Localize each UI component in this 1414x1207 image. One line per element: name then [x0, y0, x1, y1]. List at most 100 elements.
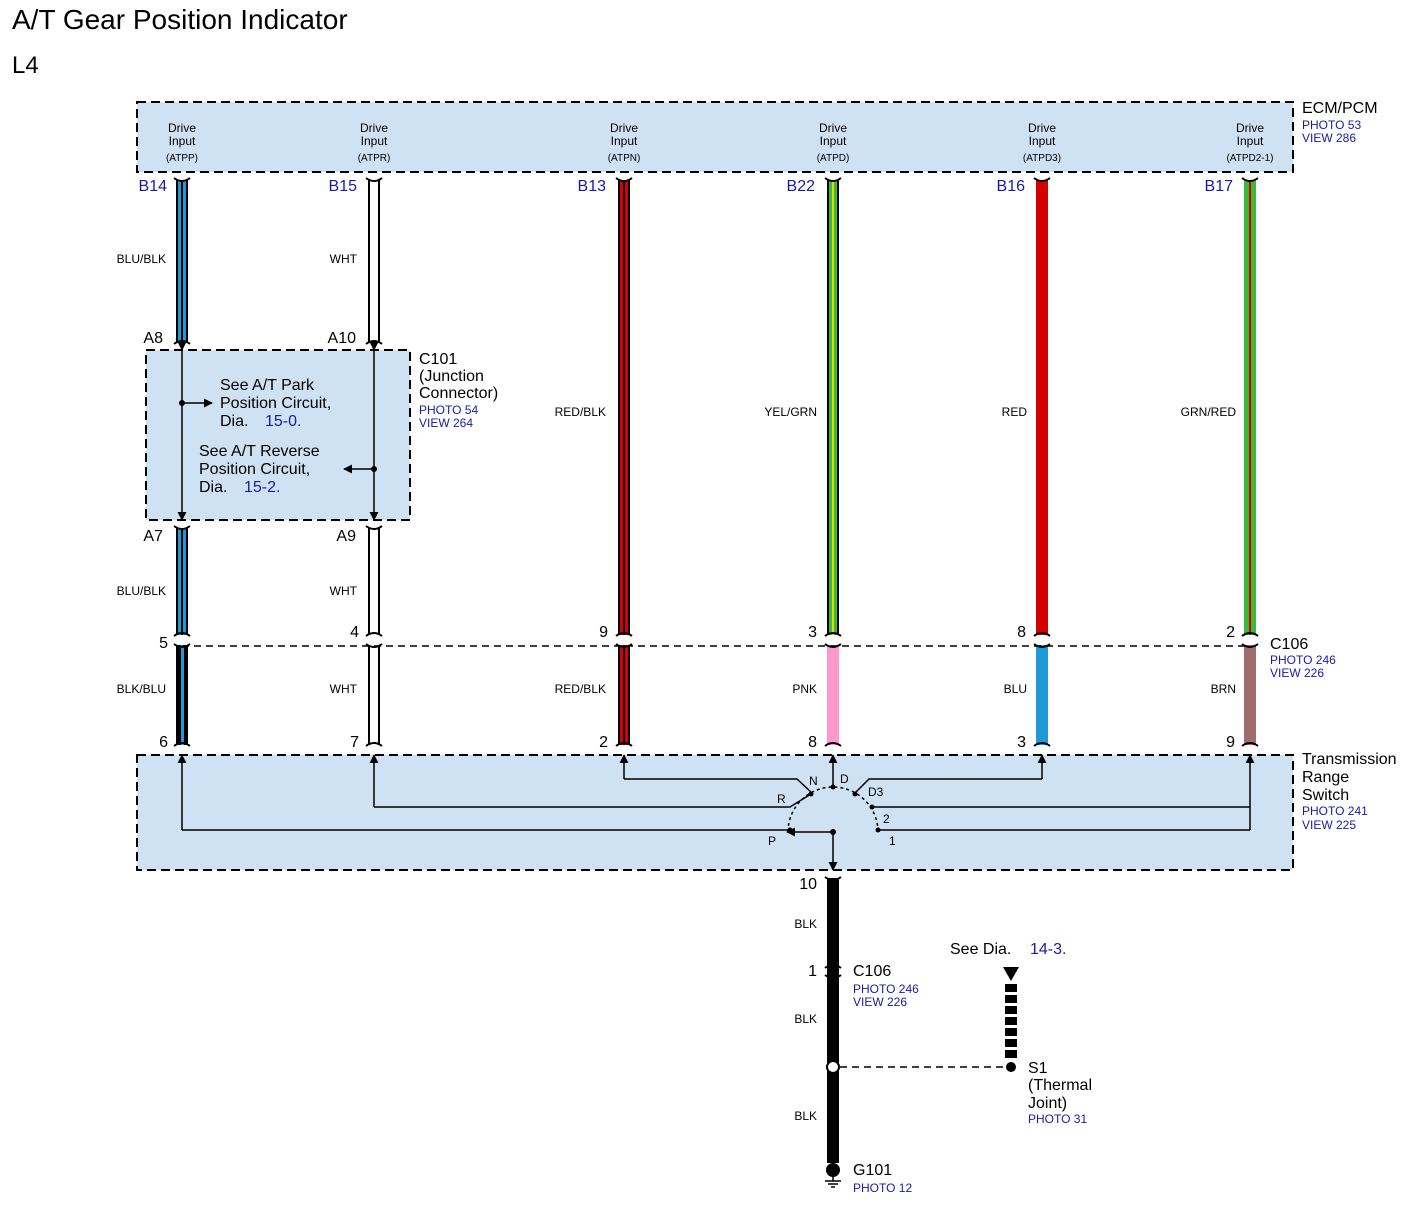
ecm-input-6-l1: Drive	[1236, 121, 1264, 135]
pin-a7: A7	[143, 528, 163, 545]
trs-name-1: Transmission	[1302, 751, 1397, 768]
wire-label-1-upper: BLU/BLK	[117, 252, 166, 266]
wire-5-upper	[1036, 180, 1048, 635]
c106-pin-lo-6: 9	[1226, 734, 1235, 751]
wire-3-lower	[618, 645, 630, 745]
wire-label-2-upper: WHT	[330, 252, 358, 266]
c106-photo: PHOTO 246	[1270, 653, 1336, 667]
c106-pin-lo-2: 7	[350, 734, 359, 751]
rev-note-1: See A/T Reverse	[199, 443, 320, 460]
wire-4-lower	[827, 645, 839, 745]
ecm-photo: PHOTO 53	[1302, 118, 1361, 132]
ecm-input-3-l1: Drive	[610, 121, 638, 135]
ground-wire	[827, 878, 839, 1163]
c101-box	[145, 349, 411, 521]
wire-label-2-mid: WHT	[330, 584, 358, 598]
pin-a10: A10	[328, 330, 357, 347]
c101-dot-park	[179, 400, 185, 406]
rev-note-2: Position Circuit,	[199, 461, 310, 478]
wire-label-6-upper: GRN/RED	[1181, 405, 1237, 419]
park-note-2: Position Circuit,	[220, 395, 331, 412]
wire-label-1-lower: BLK/BLU	[117, 682, 166, 696]
c106b-name: C106	[853, 963, 891, 980]
ground-splice	[826, 1060, 840, 1074]
wire-label-4-upper: YEL/GRN	[764, 405, 817, 419]
rev-note-3: Dia.	[199, 479, 227, 496]
c101-name: C101	[419, 351, 457, 368]
ground-wire-label-3: BLK	[794, 1109, 817, 1123]
s1-ref-link[interactable]: 14-3.	[1030, 941, 1066, 958]
park-ref-link[interactable]: 15-0.	[265, 413, 301, 430]
wire-label-2-lower: WHT	[330, 682, 358, 696]
pin-b13: B13	[578, 178, 607, 195]
ecm-input-3-l2: Input	[611, 134, 638, 148]
wire-label-1-mid: BLU/BLK	[117, 584, 166, 598]
wire-1-mid	[176, 528, 188, 635]
ecm-input-5-l2: Input	[1029, 134, 1056, 148]
trs-pos-2: 2	[883, 812, 890, 826]
c101-view: VIEW 264	[419, 416, 473, 430]
wire-6-lower	[1244, 645, 1256, 745]
trs-pos-1: 1	[889, 834, 896, 848]
s1-desc2: Joint)	[1028, 1095, 1067, 1112]
c106-view: VIEW 226	[1270, 666, 1324, 680]
wire-2-mid	[368, 528, 380, 635]
ecm-input-5-l1: Drive	[1028, 121, 1056, 135]
trs-name-3: Switch	[1302, 787, 1349, 804]
trs-photo: PHOTO 241	[1302, 804, 1368, 818]
pin-a8: A8	[143, 330, 163, 347]
park-note-1: See A/T Park	[220, 377, 315, 394]
c106-pin-up-5: 8	[1017, 624, 1026, 641]
rev-ref-link[interactable]: 15-2.	[244, 479, 280, 496]
s1-see: See Dia.	[950, 941, 1011, 958]
c106b-photo: PHOTO 246	[853, 982, 919, 996]
ecm-box	[136, 101, 1294, 173]
ecm-input-3-sig: (ATPN)	[608, 153, 641, 164]
s1-name: S1	[1028, 1060, 1048, 1077]
wire-label-4-lower: PNK	[792, 682, 817, 696]
wire-5-lower	[1036, 645, 1048, 745]
park-note-3: Dia.	[220, 413, 248, 430]
ecm-input-1-l2: Input	[169, 134, 196, 148]
c106b-view: VIEW 226	[853, 995, 907, 1009]
s1-down-arrow-icon[interactable]	[1003, 967, 1019, 981]
ground-wire-label-2: BLK	[794, 1012, 817, 1026]
pin-b14: B14	[139, 178, 168, 195]
pin-b16: B16	[997, 178, 1026, 195]
wire-4-upper	[827, 180, 839, 635]
trs-pos-n: N	[809, 774, 818, 788]
ecm-input-5-sig: (ATPD3)	[1023, 153, 1061, 164]
wire-label-6-lower: BRN	[1211, 682, 1236, 696]
wire-label-3-upper: RED/BLK	[555, 405, 606, 419]
ecm-input-4-l2: Input	[820, 134, 847, 148]
wire-6-upper	[1244, 180, 1256, 635]
connector-brackets	[173, 177, 1259, 979]
c106-pin-up-6: 2	[1226, 624, 1235, 641]
wire-2-upper	[368, 180, 380, 343]
wire-label-5-lower: BLU	[1004, 682, 1027, 696]
c106-name: C106	[1270, 636, 1308, 653]
ecm-name: ECM/PCM	[1302, 100, 1378, 117]
s1-desc1: (Thermal	[1028, 1077, 1092, 1094]
trs-name-2: Range	[1302, 769, 1349, 786]
ecm-input-6-sig: (ATPD2-1)	[1226, 153, 1273, 164]
c101-desc2: Connector)	[419, 385, 498, 402]
pin-a9: A9	[336, 528, 356, 545]
trs-internal-lines	[177, 754, 1255, 871]
page-subtitle: L4	[12, 52, 39, 79]
c106-pin-up-4: 3	[808, 624, 817, 641]
wire-2-lower	[368, 645, 380, 745]
pin-b15: B15	[329, 178, 358, 195]
trs-pos-d: D	[840, 772, 849, 786]
ecm-input-2-sig: (ATPR)	[358, 153, 391, 164]
trs-contacts	[787, 784, 881, 835]
c106-pin-up-2: 4	[350, 624, 359, 641]
wire-3-upper	[618, 180, 630, 635]
ecm-input-2-l2: Input	[361, 134, 388, 148]
ecm-input-1-sig: (ATPP)	[166, 153, 198, 164]
page-title: A/T Gear Position Indicator	[12, 4, 348, 35]
c101-desc1: (Junction	[419, 368, 484, 385]
c101-dot-rev	[371, 466, 377, 472]
trs-pos-p: P	[768, 834, 776, 848]
